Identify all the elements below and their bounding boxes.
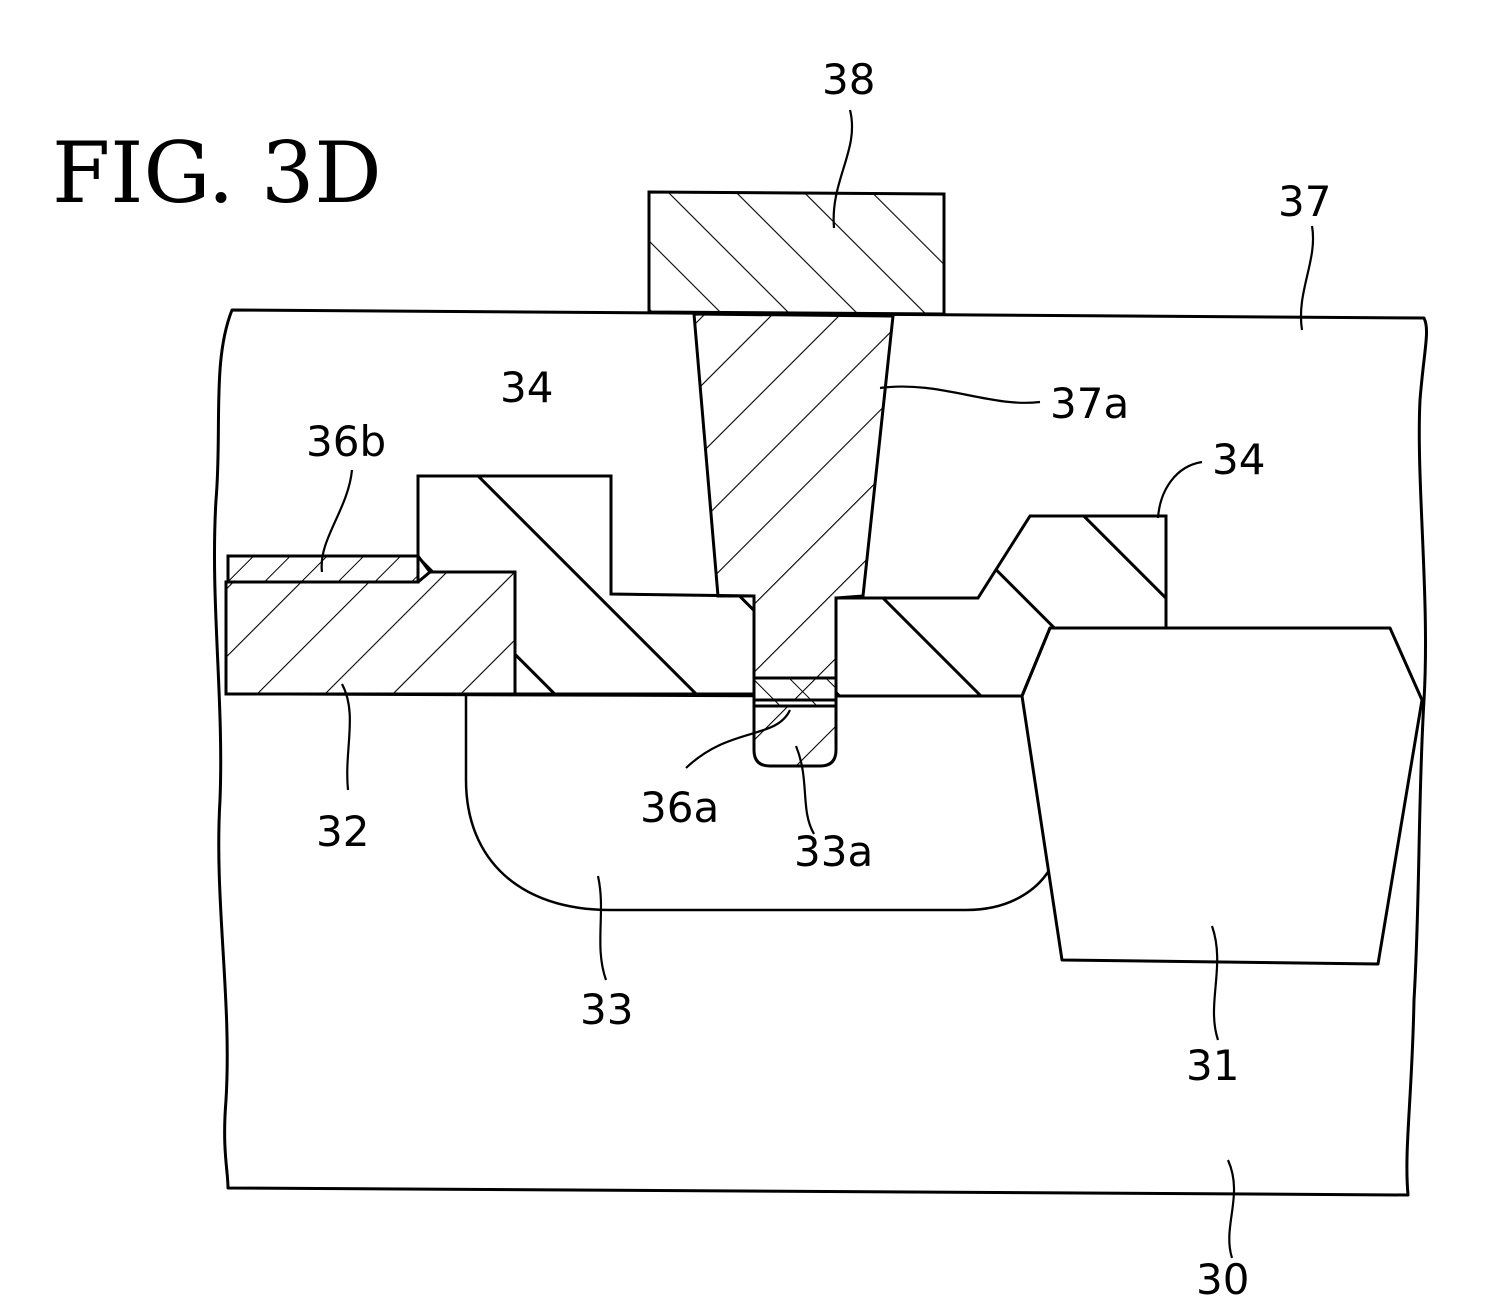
leader-34-right (1158, 462, 1202, 518)
label-33: 33 (580, 985, 633, 1034)
isolation-region-31 (1022, 628, 1422, 964)
gate-electrode-32 (226, 572, 515, 694)
leader-37 (1301, 226, 1313, 330)
label-34-right: 34 (1212, 435, 1265, 484)
label-32: 32 (316, 807, 369, 856)
label-37: 37 (1278, 177, 1331, 226)
label-37a: 37a (1050, 379, 1129, 428)
label-30: 30 (1196, 1255, 1249, 1304)
label-36a: 36a (640, 783, 719, 832)
leader-30 (1228, 1160, 1234, 1258)
label-33a: 33a (794, 827, 873, 876)
silicide-36a (754, 678, 836, 706)
leader-33 (598, 876, 606, 980)
leader-37a (880, 387, 1040, 403)
leader-31 (1212, 926, 1218, 1040)
leader-32 (342, 684, 350, 790)
label-31: 31 (1186, 1041, 1239, 1090)
label-38: 38 (822, 55, 875, 104)
wiring-38 (649, 192, 944, 314)
label-34-left: 34 (500, 363, 553, 412)
figure-title: FIG. 3D (52, 124, 382, 222)
label-36b: 36b (306, 417, 386, 466)
diffusion-33a (754, 706, 836, 766)
insulating-film-34-right (836, 516, 1166, 696)
